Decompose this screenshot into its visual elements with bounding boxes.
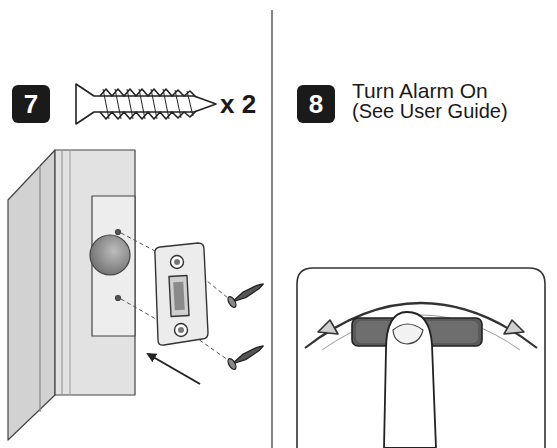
quantity-label: x 2 — [220, 91, 256, 118]
screw-icon — [76, 84, 216, 124]
step-number-box: 7 — [12, 85, 50, 123]
guide-lines — [121, 233, 228, 360]
divider-line — [271, 10, 272, 448]
door-edge — [8, 150, 135, 440]
step-number-box: 8 — [297, 85, 335, 123]
step-number: 7 — [24, 91, 38, 117]
step-number: 8 — [309, 91, 323, 117]
direction-arrow — [148, 354, 200, 384]
small-screws — [226, 279, 266, 371]
step-heading: Turn Alarm On — [352, 80, 488, 102]
strike-plate — [155, 243, 208, 345]
lock-closeup — [297, 268, 545, 448]
step-note: (See User Guide) — [352, 101, 508, 122]
